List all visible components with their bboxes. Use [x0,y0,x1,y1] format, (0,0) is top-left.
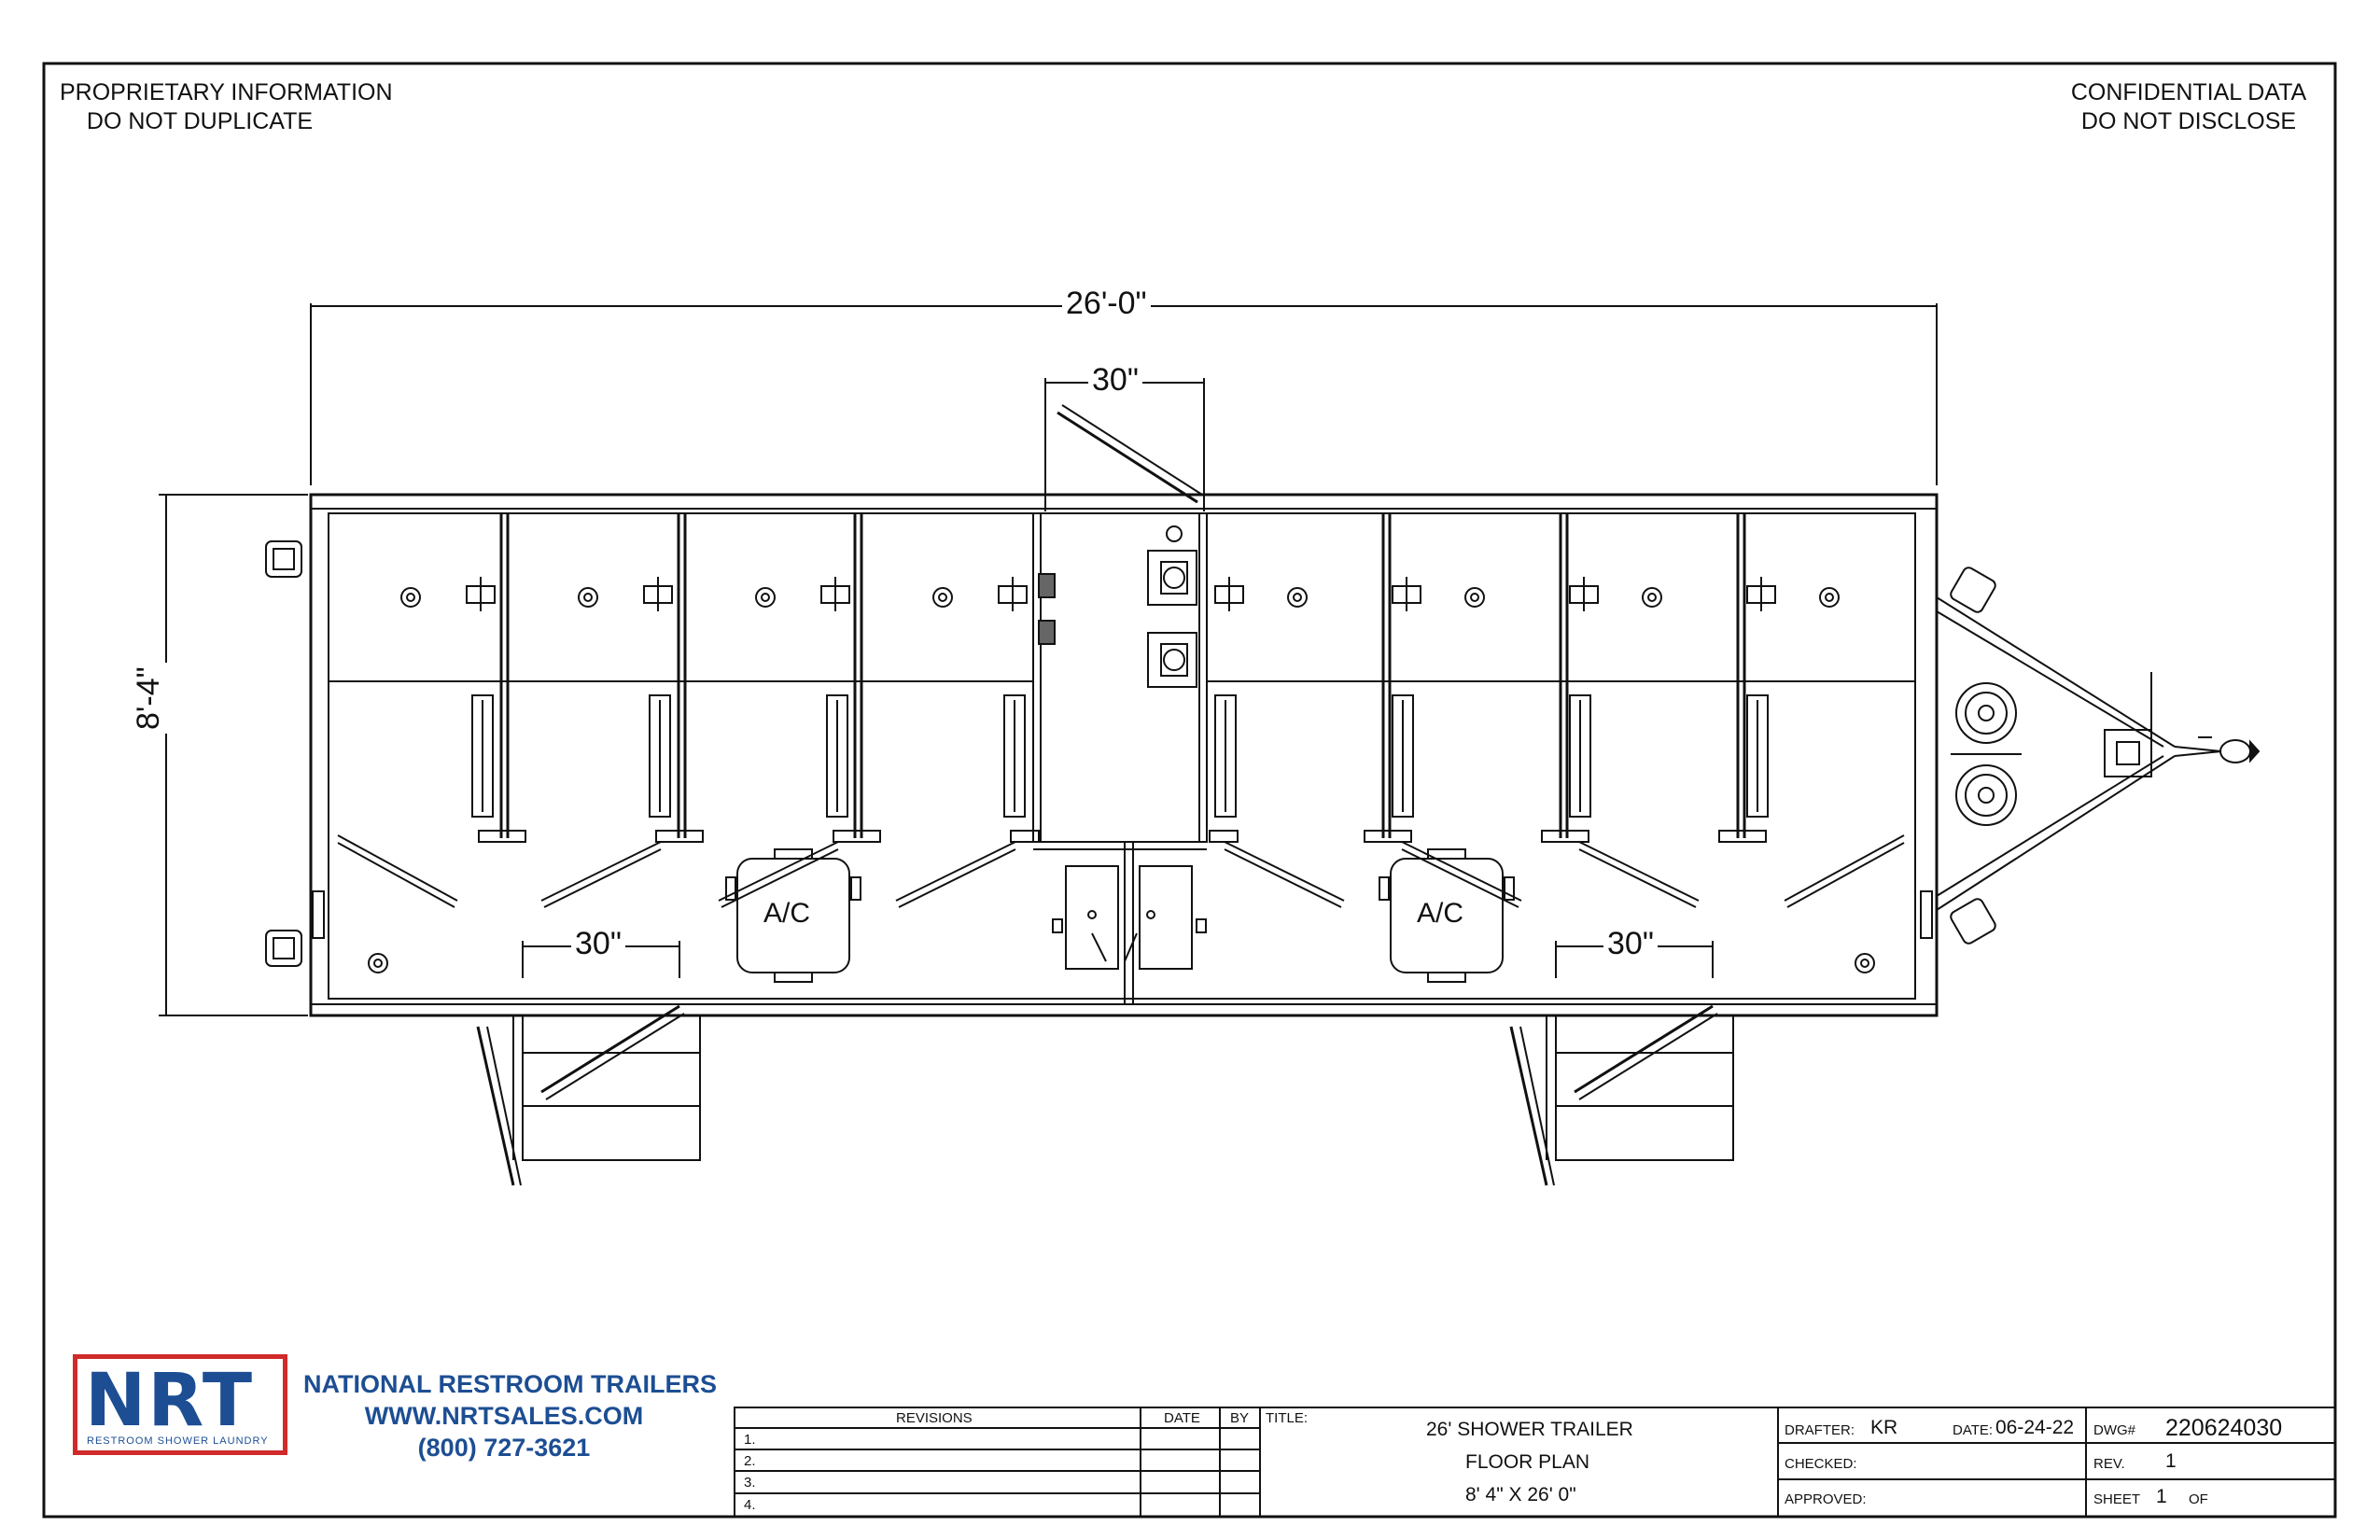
right-door-width-label: 30" [1603,926,1658,962]
revision-row-2: 2. [744,1453,756,1469]
stall-partitions [499,513,1746,838]
dwg-value: 220624030 [2165,1415,2283,1441]
company-phone: (800) 727-3621 [417,1434,591,1462]
stall-door-bases [478,830,1767,843]
stabilizer-jacks [265,540,1996,967]
title-block [734,1407,2336,1518]
ac-right-label: A/C [1417,898,1464,929]
checked-label: CHECKED: [1785,1456,1857,1472]
trailer-body [309,493,1939,1017]
stall-door-swings [337,834,1905,908]
title-header: TITLE: [1266,1410,1309,1426]
approved-label: APPROVED: [1785,1491,1867,1507]
shower-drains [368,525,1875,973]
proprietary-line1: PROPRIETARY INFORMATION [60,79,393,105]
sheet-value: 1 [2156,1486,2167,1507]
date-value: 06-24-22 [1995,1417,2075,1438]
water-heaters [1038,550,1197,688]
logo-tagline: RESTROOM SHOWER LAUNDRY [87,1435,269,1447]
company-info: NATIONAL RESTROOM TRAILERS WWW.NRTSALES.… [303,1368,717,1463]
ac-left-label: A/C [763,898,811,929]
sheet-label: SHEET [2093,1491,2141,1507]
propane-tanks [1951,682,2022,826]
revisions-header: REVISIONS [896,1410,973,1426]
trailer-tongue [1936,596,2261,911]
confidential-line1: CONFIDENTIAL DATA [2070,79,2307,105]
left-door-width-label: 30" [571,926,625,962]
rev-label: REV. [2093,1456,2125,1472]
company-logo: NRT RESTROOM SHOWER LAUNDRY [73,1354,287,1455]
confidential-notice: CONFIDENTIAL DATA DO NOT DISCLOSE [2067,78,2310,136]
sinks [1052,865,1207,970]
drawing-title-line3: 8' 4" X 26' 0" [1465,1484,1576,1505]
dwg-label: DWG# [2093,1422,2135,1438]
drawing-title-line1: 26' SHOWER TRAILER [1426,1419,1633,1440]
confidential-line2: DO NOT DISCLOSE [2080,108,2297,134]
revision-row-4: 4. [744,1497,756,1513]
of-label: OF [2189,1491,2208,1507]
shower-valves [466,577,1776,611]
rev-value: 1 [2165,1450,2177,1472]
width-dimension [159,494,308,1016]
drafter-label: DRAFTER: [1785,1422,1855,1438]
proprietary-notice: PROPRIETARY INFORMATION DO NOT DUPLICATE [60,78,393,136]
benches [471,694,1769,818]
drawing-title-line2: FLOOR PLAN [1465,1451,1590,1473]
overall-length-label: 26'-0" [1062,286,1151,322]
overall-width-label: 8'-4" [131,663,167,734]
entry-steps [476,1004,1734,1186]
logo-letters: NRT [85,1359,255,1443]
date-field-label: DATE: [1953,1422,1994,1438]
ac-units [725,848,1515,983]
top-door-width-label: 30" [1088,362,1142,399]
by-header: BY [1230,1410,1250,1426]
drafter-value: KR [1870,1417,1898,1438]
company-name: NATIONAL RESTROOM TRAILERS [303,1370,717,1398]
revision-row-1: 1. [744,1432,756,1448]
date-header: DATE [1164,1410,1200,1426]
revision-row-3: 3. [744,1475,756,1491]
proprietary-line2: DO NOT DUPLICATE [86,108,314,134]
company-website[interactable]: WWW.NRTSALES.COM [364,1402,644,1430]
